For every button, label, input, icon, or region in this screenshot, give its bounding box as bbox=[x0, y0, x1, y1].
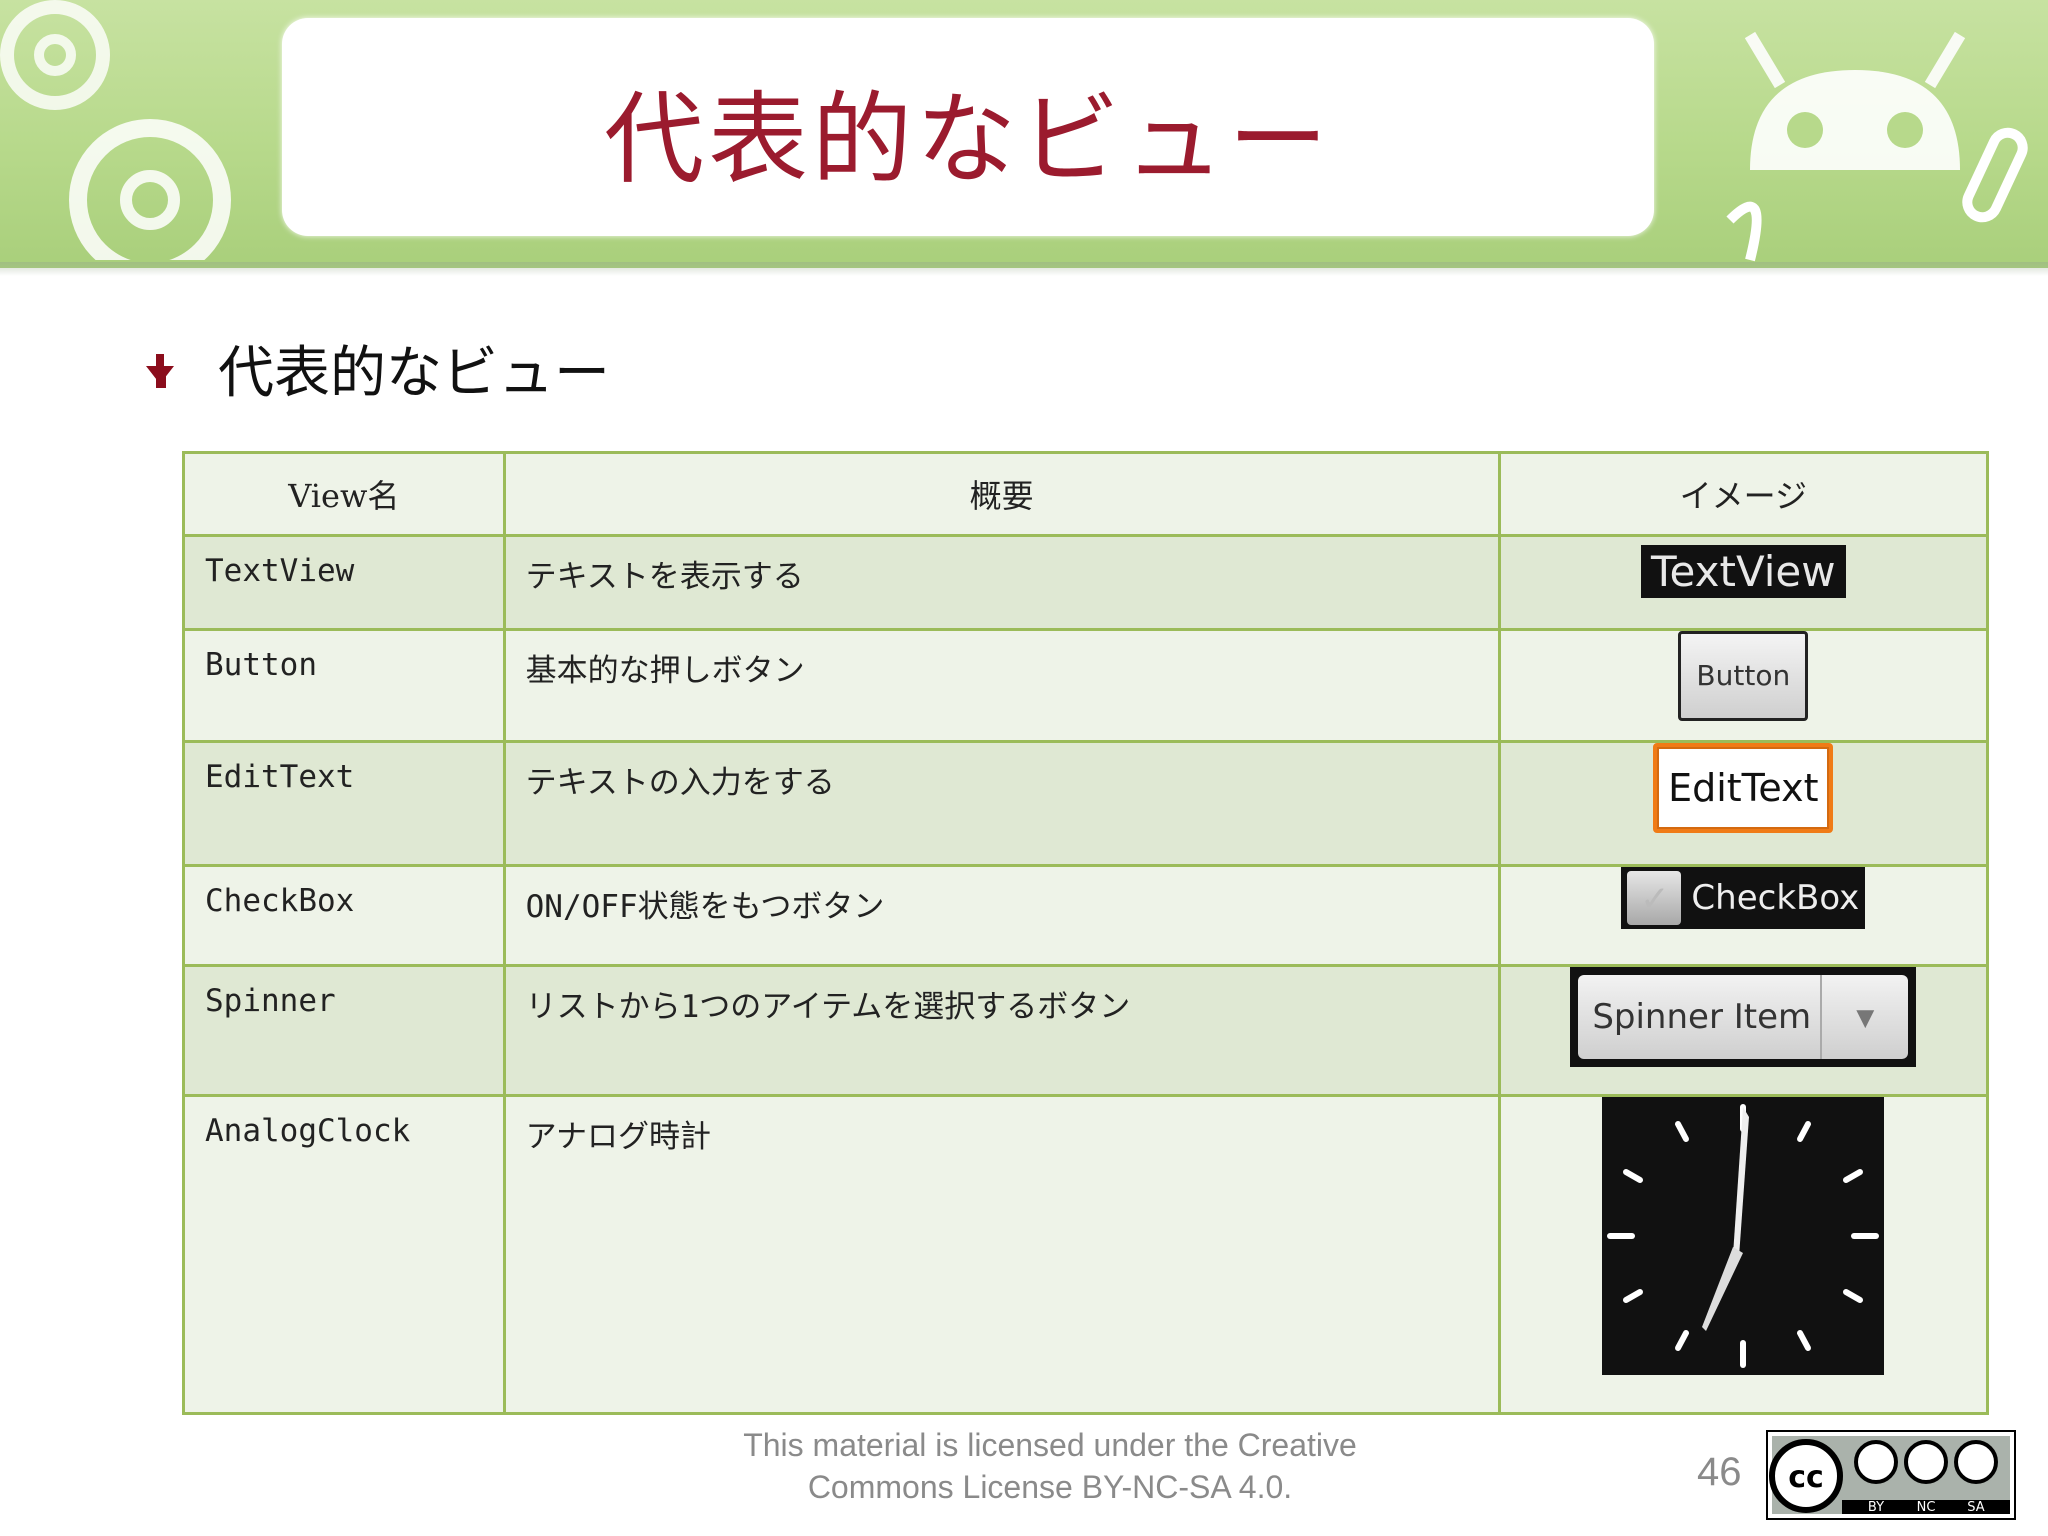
table-row: CheckBox ON/OFF状態をもつボタン ✓ CheckBox bbox=[182, 864, 1990, 967]
cc-badge-sa: SA bbox=[1967, 1500, 1984, 1515]
checkbox-sample-label: CheckBox bbox=[1691, 878, 1860, 918]
table-row: TextView テキストを表示する TextView bbox=[182, 534, 1990, 631]
cell-description: アナログ時計 bbox=[502, 1094, 1501, 1415]
table-row: Button 基本的な押しボタン Button bbox=[182, 628, 1990, 743]
cell-view-name: Button bbox=[182, 628, 506, 743]
cell-description: 基本的な押しボタン bbox=[502, 628, 1501, 743]
cell-description: ON/OFF状態をもつボタン bbox=[502, 864, 1501, 967]
views-table: View名 概要 イメージ TextView テキストを表示する TextVie… bbox=[182, 451, 1990, 1415]
license-notice: This material is licensed under the Crea… bbox=[600, 1424, 1500, 1508]
textview-sample: TextView bbox=[1641, 545, 1846, 598]
analog-clock-icon bbox=[1602, 1097, 1885, 1375]
table-header-row: View名 概要 イメージ bbox=[182, 451, 1990, 537]
gear-icon bbox=[0, 0, 231, 260]
cell-image: TextView bbox=[1497, 534, 1990, 631]
chevron-down-icon: ▼ bbox=[1856, 999, 1875, 1035]
slide-title: 代表的なビュー bbox=[604, 81, 1332, 198]
cell-image: Spinner Item ▼ bbox=[1497, 964, 1990, 1097]
cell-view-name: CheckBox bbox=[182, 864, 506, 967]
header-image: イメージ bbox=[1497, 451, 1990, 537]
header-summary: 概要 bbox=[502, 451, 1501, 537]
table-row: EditText テキストの入力をする EditText bbox=[182, 740, 1990, 867]
cc-badge-cc: cc bbox=[1788, 1460, 1824, 1495]
license-line-1: This material is licensed under the Crea… bbox=[743, 1427, 1357, 1463]
android-robot-icon bbox=[1726, 31, 2028, 262]
page-number: 46 bbox=[1697, 1450, 1742, 1494]
cell-description: リストから1つのアイテムを選択するボタン bbox=[502, 964, 1501, 1097]
bullet-heading: 代表的なビュー bbox=[218, 341, 610, 406]
table-row: Spinner リストから1つのアイテムを選択するボタン Spinner Ite… bbox=[182, 964, 1990, 1097]
cell-view-name: Spinner bbox=[182, 964, 506, 1097]
arrow-bullet-icon bbox=[142, 354, 178, 388]
spinner-sample: Spinner Item ▼ bbox=[1570, 967, 1917, 1067]
spinner-sample-label: Spinner Item bbox=[1578, 975, 1823, 1059]
header-view-name: View名 bbox=[182, 451, 506, 537]
checkbox-sample: ✓ CheckBox bbox=[1621, 867, 1866, 929]
cell-view-name: AnalogClock bbox=[182, 1094, 506, 1415]
edittext-sample: EditText bbox=[1653, 743, 1834, 833]
checkmark-icon: ✓ bbox=[1627, 871, 1682, 925]
table-row: AnalogClock アナログ時計 bbox=[182, 1094, 1990, 1415]
cc-badge-by: BY bbox=[1868, 1500, 1884, 1515]
cell-description: テキストの入力をする bbox=[502, 740, 1501, 867]
cell-image bbox=[1497, 1094, 1990, 1415]
cc-by-nc-sa-badge-icon: cc BY NC SA bbox=[1766, 1430, 2016, 1520]
cell-image: Button bbox=[1497, 628, 1990, 743]
cc-badge-nc: NC bbox=[1917, 1500, 1936, 1515]
cell-image: EditText bbox=[1497, 740, 1990, 867]
cell-image: ✓ CheckBox bbox=[1497, 864, 1990, 967]
cell-view-name: TextView bbox=[182, 534, 506, 631]
button-sample: Button bbox=[1678, 631, 1809, 721]
cell-description: テキストを表示する bbox=[502, 534, 1501, 631]
license-line-2: Commons License BY-NC-SA 4.0. bbox=[807, 1469, 1293, 1505]
spinner-body: Spinner Item ▼ bbox=[1578, 975, 1909, 1059]
cell-view-name: EditText bbox=[182, 740, 506, 867]
header-shadow bbox=[0, 262, 2048, 276]
title-box bbox=[282, 18, 1654, 236]
